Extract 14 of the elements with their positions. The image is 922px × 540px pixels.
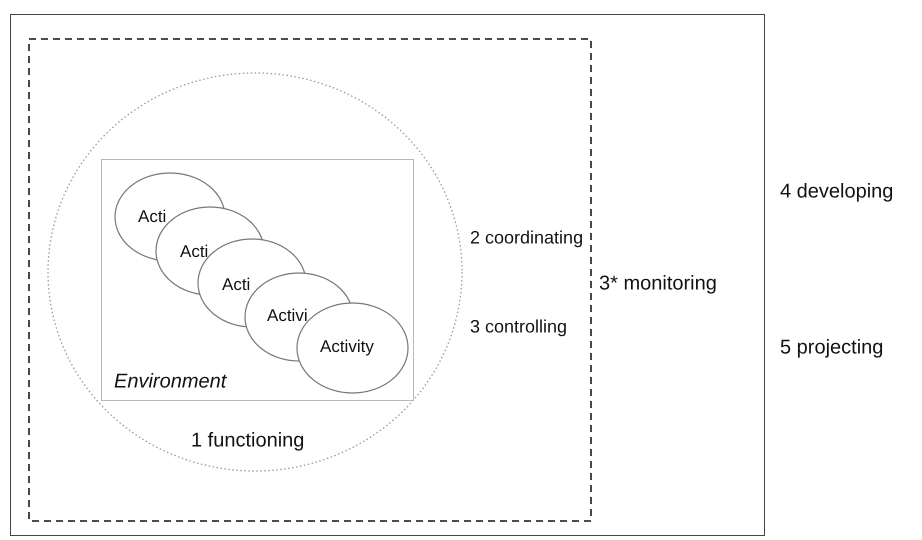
level-label: 1 functioning [191,430,304,452]
outer-frame [10,14,765,536]
environment-box [101,159,414,401]
activity-label: Activi [267,306,308,326]
level-label: 4 developing [780,180,894,204]
environment-label: Environment [114,370,226,394]
activity-label: Acti [180,242,208,262]
activity-label: Acti [138,207,166,227]
level-label: 5 projecting [780,336,884,360]
level-label: 3 controlling [470,316,568,338]
activity-label: Activity [320,337,374,357]
activity-label: Acti [222,275,250,295]
level-label: 2 coordinating [470,228,584,248]
level-label: 3* monitoring [599,272,717,296]
